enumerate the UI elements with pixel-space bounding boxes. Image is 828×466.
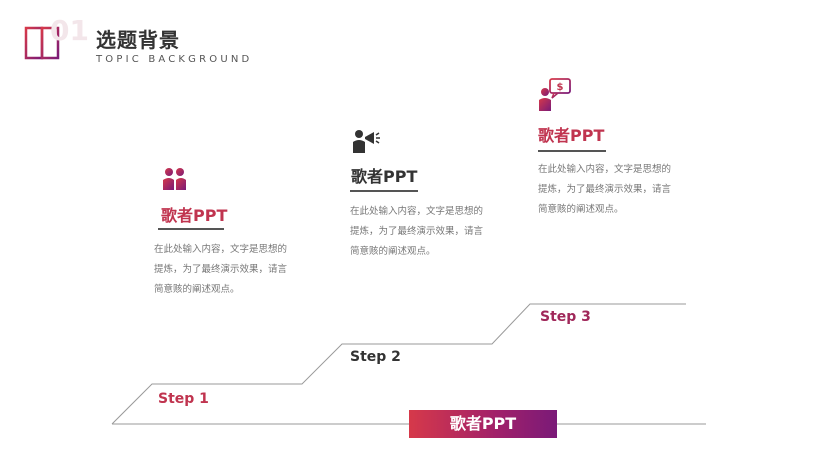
column-1-description: 在此处输入内容，文字是思想的 提炼，为了最终演示效果，请言 简意赅的阐述观点。 bbox=[154, 244, 288, 295]
column-3-description: 在此处输入内容，文字是思想的 提炼，为了最终演示效果，请言 简意赅的阐述观点。 bbox=[538, 164, 672, 215]
column-1-underline bbox=[158, 228, 224, 230]
page-subtitle: TOPIC BACKGROUND bbox=[96, 54, 253, 65]
column-2-title: 歌者PPT bbox=[351, 167, 418, 186]
column-3-underline bbox=[538, 150, 606, 152]
page-title: 选题背景 bbox=[96, 28, 180, 52]
step-1-label: Step 1 bbox=[158, 391, 209, 407]
megaphone-person-icon bbox=[353, 130, 380, 153]
businessmen-icon bbox=[163, 168, 186, 190]
svg-text:$: $ bbox=[557, 82, 564, 93]
column-3-title: 歌者PPT bbox=[538, 126, 605, 145]
step-3-label: Step 3 bbox=[540, 309, 591, 325]
section-number: 01 bbox=[50, 14, 89, 47]
column-1-title: 歌者PPT bbox=[161, 206, 228, 225]
step-2-label: Step 2 bbox=[350, 349, 401, 365]
column-2-description: 在此处输入内容，文字是思想的 提炼，为了最终演示效果，请言 简意赅的阐述观点。 bbox=[350, 206, 484, 257]
book-icon bbox=[22, 26, 62, 62]
column-2-underline bbox=[350, 190, 418, 192]
footer-title-button[interactable]: 歌者PPT bbox=[409, 410, 557, 438]
money-speech-icon: $ bbox=[539, 78, 571, 111]
